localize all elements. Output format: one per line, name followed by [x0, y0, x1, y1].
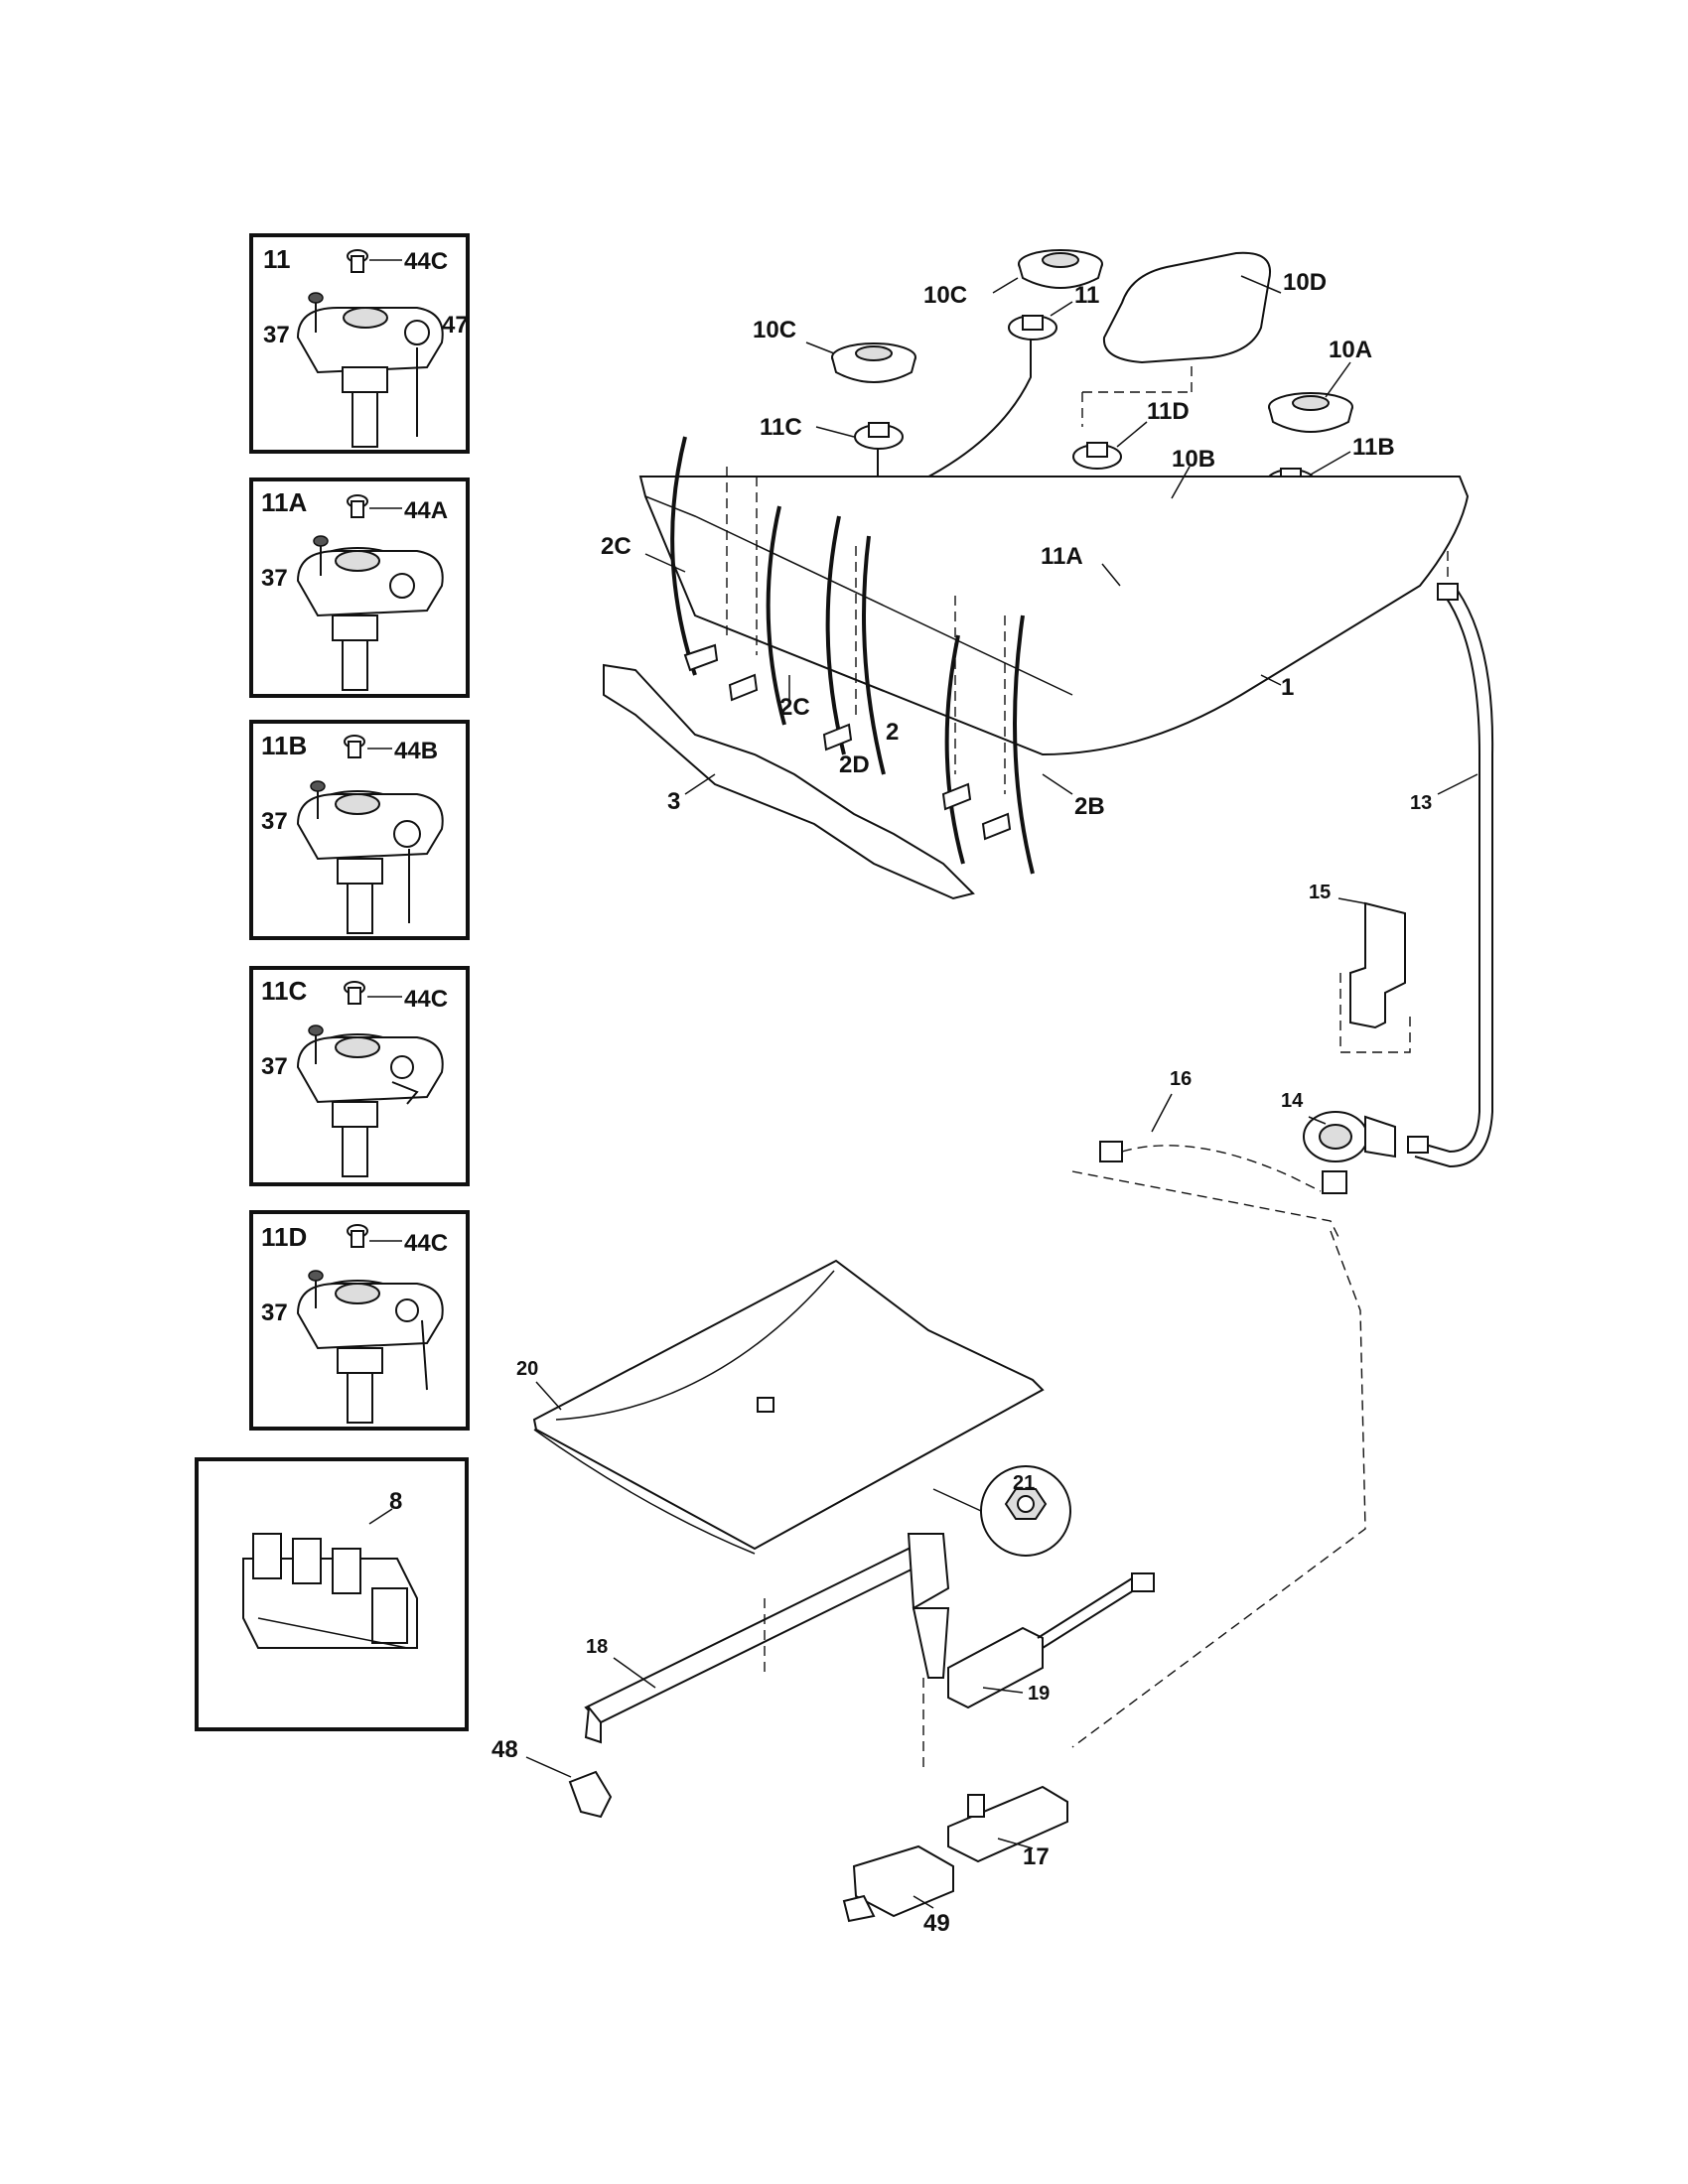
callout-49: 49 [923, 1910, 950, 1937]
screw-icon [308, 1270, 324, 1308]
burner-head-10a [1268, 392, 1353, 433]
inset-box-11: 11 37 44C 47 [249, 233, 470, 454]
callout-labels: 10C 11 10D 10C 10A 11C 11D 11B 10B 11A 2… [492, 269, 1432, 1937]
valve-stems [683, 643, 1012, 841]
screw-label: 37 [261, 565, 288, 592]
inset-title: 11D [261, 1222, 307, 1252]
inset-title: 11A [261, 487, 307, 517]
cap-label: 44C [404, 1230, 448, 1257]
part-label: 8 [389, 1488, 402, 1515]
bracket-48 [568, 1770, 613, 1819]
valve-11-top [1008, 315, 1057, 341]
screw-label: 37 [261, 808, 288, 835]
valve-11c [854, 422, 904, 450]
callout-2: 2 [886, 719, 899, 746]
callout-10b: 10B [1172, 446, 1215, 473]
callout-13: 13 [1410, 792, 1432, 814]
inset-box-8: 8 [195, 1457, 469, 1731]
bracket-3 [603, 663, 975, 900]
inset-box-11a: 11A 37 44A [249, 478, 470, 698]
callout-18: 18 [586, 1636, 608, 1658]
inset-box-11b: 11B 37 44B [249, 720, 470, 940]
screw-icon [308, 292, 324, 333]
tube-13 [1407, 583, 1494, 1168]
callout-20: 20 [516, 1358, 538, 1380]
nut-21-inset [932, 1465, 1071, 1557]
bracket-49 [842, 1844, 954, 1923]
bracket-15 [1349, 901, 1406, 1029]
callout-2d: 2D [839, 751, 870, 778]
callout-2b: 2B [1074, 793, 1105, 820]
callout-10c-top: 10C [923, 282, 967, 309]
callout-14: 14 [1281, 1090, 1304, 1112]
manifold-1 [638, 476, 1470, 756]
cap-label: 44A [404, 497, 448, 524]
callout-17: 17 [1023, 1843, 1050, 1870]
callout-3: 3 [667, 788, 680, 815]
valve-assembly-icon [296, 547, 444, 691]
callout-leaders [525, 275, 1478, 1909]
callout-1: 1 [1281, 674, 1294, 701]
inset-title: 11C [261, 976, 307, 1006]
valve-assembly-icon [296, 1280, 444, 1424]
burner-head-10c-left [831, 342, 916, 383]
cap-icon [344, 981, 402, 1005]
valve-assembly-icon [296, 790, 444, 934]
igniter-19 [947, 1572, 1155, 1709]
safety-valve-17 [947, 1785, 1068, 1863]
screw-icon [308, 1024, 324, 1064]
callout-10c-left: 10C [753, 317, 796, 343]
valve-assembly-icon [296, 1033, 444, 1177]
regulator-14 [1303, 1111, 1396, 1194]
callout-2c-mid: 2C [779, 694, 810, 721]
inset-title: 11 [263, 244, 291, 274]
burner-head-10c-top [1018, 249, 1103, 289]
valve-11d [1072, 442, 1122, 470]
cap-label: 44C [404, 248, 448, 275]
valve-assembly-icon [296, 307, 444, 448]
callout-48: 48 [492, 1736, 518, 1763]
spark-module-icon [242, 1508, 418, 1649]
callout-11c: 11C [760, 414, 802, 441]
screw-icon [310, 780, 326, 819]
screw-label: 37 [261, 1053, 288, 1080]
cap-icon [347, 494, 402, 518]
callout-19: 19 [1028, 1683, 1050, 1705]
callout-11a: 11A [1041, 543, 1083, 570]
inset-box-11c: 11C 37 44C [249, 966, 470, 1186]
callout-21: 21 [1013, 1472, 1035, 1494]
callout-11d: 11D [1147, 398, 1190, 425]
callout-15: 15 [1309, 882, 1331, 903]
screw-label: 37 [263, 322, 290, 348]
callout-16: 16 [1170, 1068, 1192, 1090]
baffle-20 [532, 1259, 1045, 1555]
cap-icon [347, 1224, 402, 1248]
burner-cap-10d [1102, 251, 1272, 364]
callout-2c-left: 2C [601, 533, 632, 560]
extra-label: 47 [442, 312, 469, 339]
cap-icon [344, 735, 392, 758]
fitting-16 [1099, 1141, 1123, 1162]
callout-10a: 10A [1329, 337, 1372, 363]
callout-11-top: 11 [1074, 282, 1099, 309]
cap-label: 44C [404, 986, 448, 1013]
nut-21-on-baffle [757, 1397, 774, 1413]
inset-box-11d: 11D 37 44C [249, 1210, 470, 1431]
callout-10d: 10D [1283, 269, 1327, 296]
screw-icon [313, 535, 329, 576]
callout-11b: 11B [1352, 434, 1395, 461]
screw-label: 37 [261, 1299, 288, 1326]
cap-icon [347, 249, 402, 273]
inset-title: 11B [261, 731, 307, 760]
cap-label: 44B [394, 738, 438, 764]
oven-burner-18 [584, 1533, 950, 1744]
